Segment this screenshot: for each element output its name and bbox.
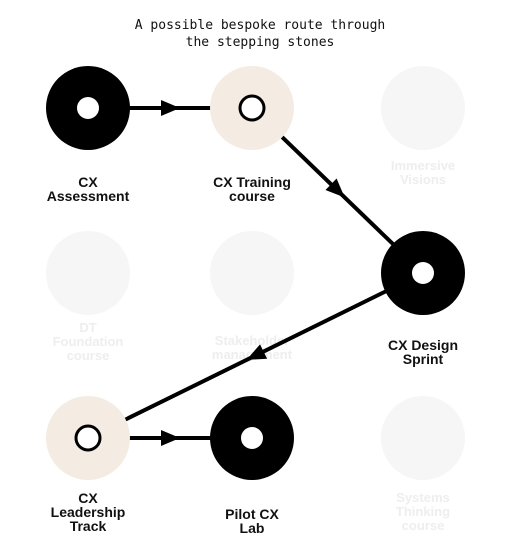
inactive-mid-left-label-line: DT [79, 320, 96, 335]
route-arrow-icon [161, 100, 180, 116]
stone-disc [381, 396, 465, 480]
stone-disc [210, 231, 294, 315]
cx-training-course-label-line: CX Training [213, 174, 291, 190]
cx-assessment-label-line: Assessment [47, 188, 130, 204]
cx-design-sprint-label-line: CX Design [388, 337, 458, 353]
pilot-cx-lab-label-line: Lab [240, 520, 265, 536]
stone-center [77, 97, 99, 119]
inactive-mid-center-stone: Stakeholdermanagement [210, 231, 294, 362]
stone-disc [381, 66, 465, 150]
cx-training-course-label-line: course [229, 188, 275, 204]
inactive-bottom-right-label-line: Thinking [396, 504, 450, 519]
route-arrow-icon [161, 430, 180, 446]
inactive-mid-center-label-line: Stakeholder [215, 333, 289, 348]
cx-leadership-track-label-line: CX [78, 490, 98, 506]
stone-center [241, 427, 263, 449]
route-arrow-icon [246, 344, 268, 360]
cx-design-sprint-label-line: Sprint [403, 351, 444, 367]
route-arrow-icon [325, 178, 345, 198]
stone-center [412, 262, 434, 284]
inactive-mid-left-label-line: course [67, 348, 110, 363]
stone-ring [74, 424, 102, 452]
stone-disc [46, 231, 130, 315]
cx-leadership-track-label-line: Track [70, 518, 107, 534]
cx-leadership-track-label-line: Leadership [51, 504, 126, 520]
diagram-title-line-1: A possible bespoke route through [135, 18, 385, 33]
pilot-cx-lab-label-line: Pilot CX [225, 506, 279, 522]
cx-assessment-label-line: CX [78, 174, 98, 190]
inactive-bottom-right-label-line: Systems [396, 490, 449, 505]
inactive-top-right-label-line: Visions [400, 172, 446, 187]
inactive-top-right-label-line: Immersive [391, 158, 455, 173]
diagram-title-line-2: the stepping stones [186, 35, 335, 50]
inactive-bottom-right-label-line: course [402, 518, 445, 533]
inactive-mid-left-label-line: Foundation [53, 334, 124, 349]
stone-ring [238, 94, 266, 122]
